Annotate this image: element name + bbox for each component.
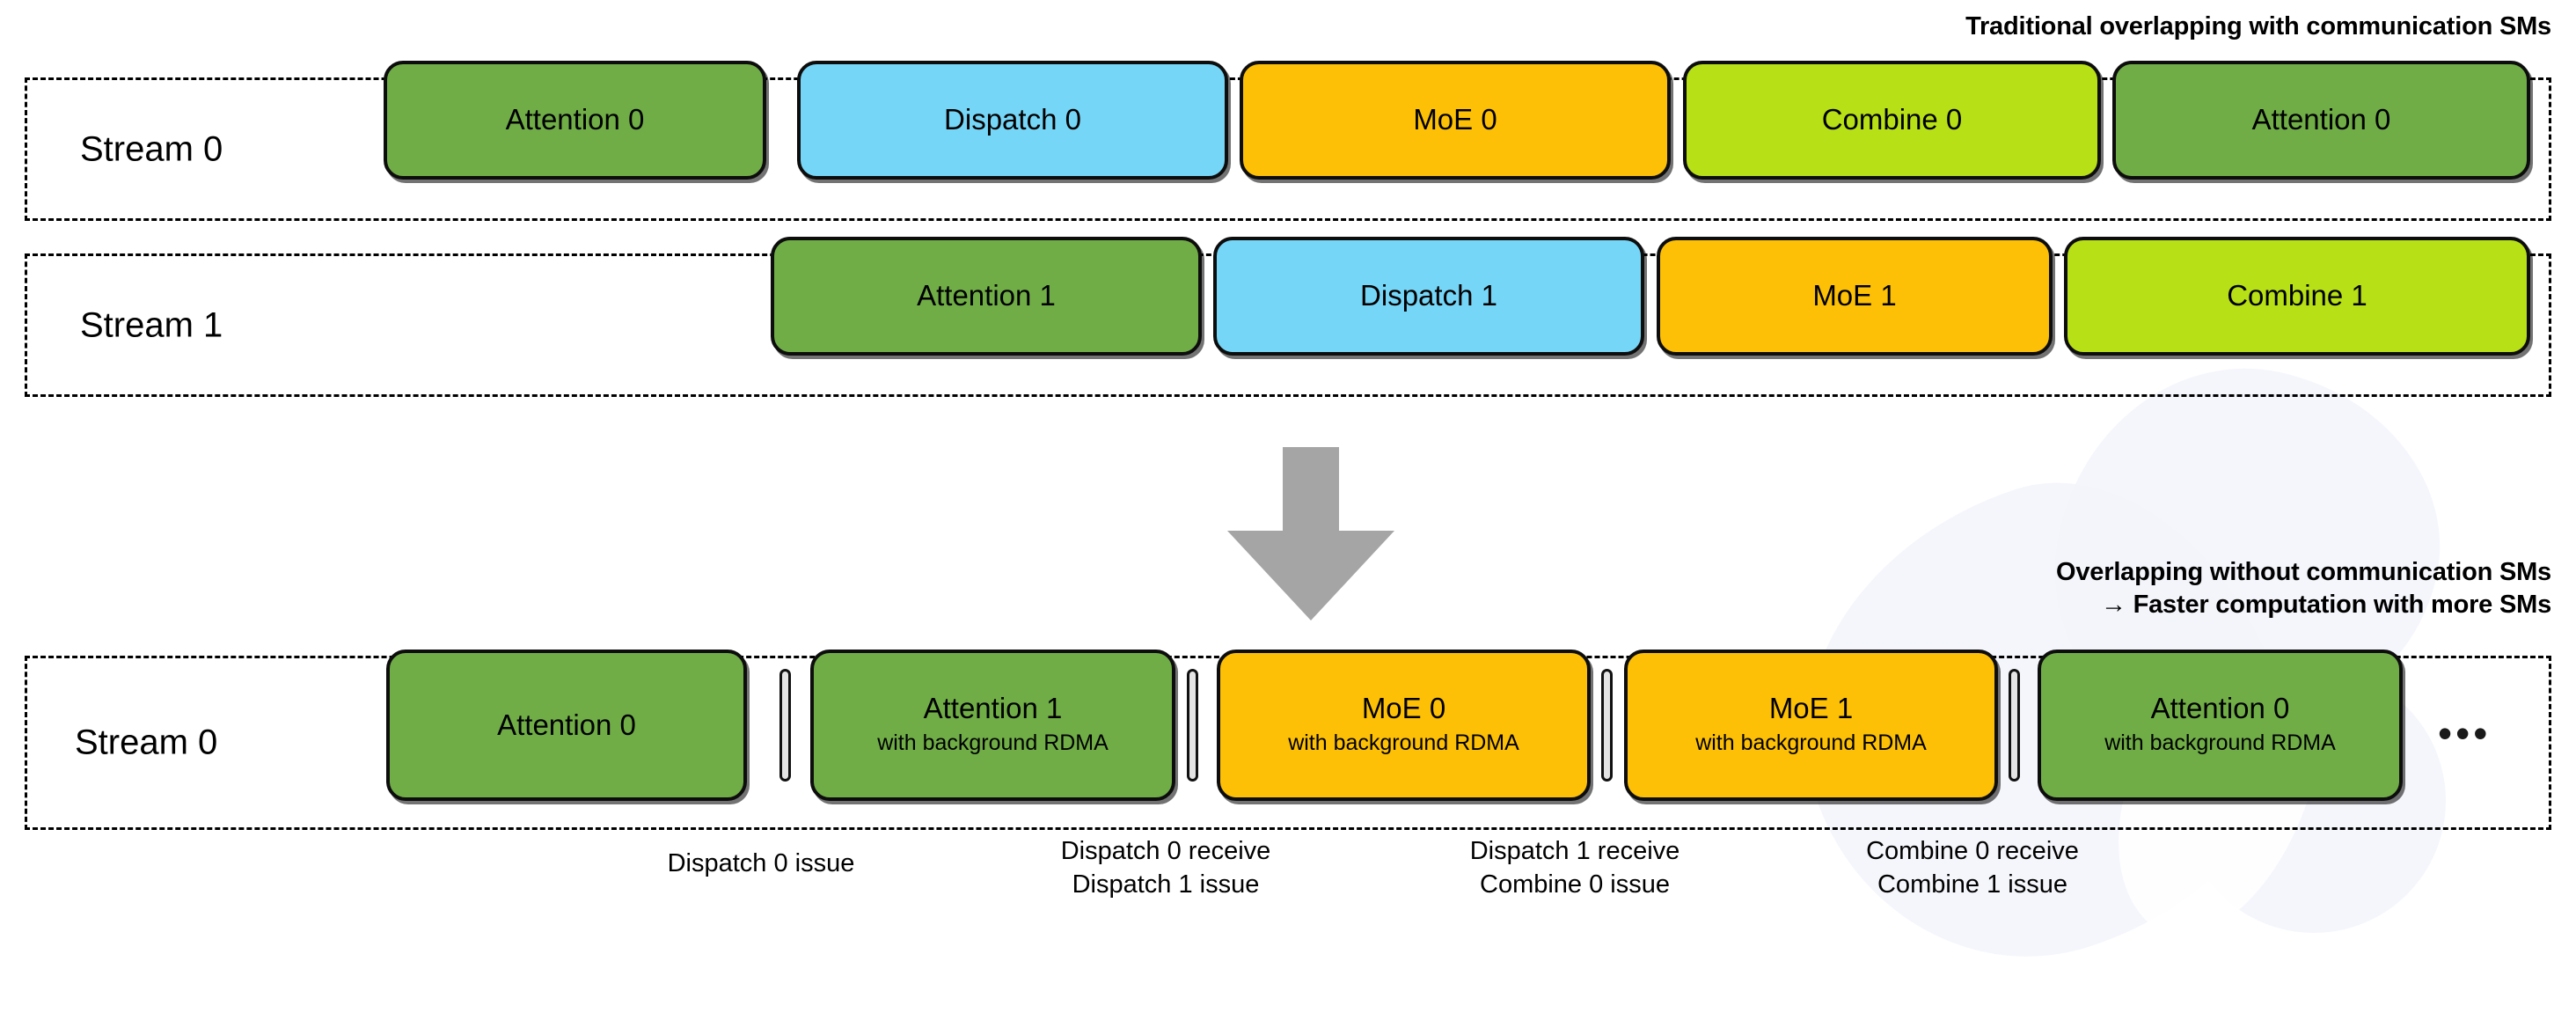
bottom-section-heading: Overlapping without communication SMs → … [2056, 556, 2551, 621]
kernel-box-combine-0[interactable]: Combine 0 [1683, 61, 2101, 180]
kernel-box-title: Attention 0 [2150, 692, 2290, 725]
continuation-ellipsis: ••• [2438, 710, 2492, 756]
lane-stream-1-traditional: Stream 1 Attention 1 Dispatch 1 MoE 1 Co… [25, 237, 2551, 397]
annotation-dispatch-0-receive: Dispatch 0 receive Dispatch 1 issue [1061, 834, 1271, 902]
lane-stream-0-traditional: Stream 0 Attention 0 Dispatch 0 MoE 0 Co… [25, 61, 2551, 221]
annotation-combine-0-receive: Combine 0 receive Combine 1 issue [1866, 834, 2079, 902]
transition-down-arrow [1227, 447, 1394, 620]
kernel-box-subtitle: with background RDMA [877, 730, 1109, 755]
kernel-box-title: MoE 0 [1361, 692, 1446, 725]
kernel-box-attention-0-opt[interactable]: Attention 0 [386, 650, 747, 801]
annotation-line-1: Combine 0 receive [1866, 837, 2079, 865]
kernel-box-title: Attention 0 [497, 708, 636, 741]
kernel-box-moe-0-opt[interactable]: MoE 0 with background RDMA [1217, 650, 1591, 801]
kernel-box-attention-0-opt-second[interactable]: Attention 0 with background RDMA [2038, 650, 2403, 801]
kernel-box-title: MoE 1 [1768, 692, 1854, 725]
annotation-line-1: Dispatch 1 receive [1469, 837, 1680, 865]
kernel-separator-bar [2009, 669, 2020, 782]
kernel-box-title: Attention 0 [2251, 103, 2391, 136]
lane-stream-0-optimized: Stream 0 Attention 0 Attention 1 with ba… [25, 650, 2551, 830]
kernel-box-title: Combine 0 [1821, 103, 1963, 136]
kernel-separator-bar [779, 669, 791, 782]
kernel-box-combine-1[interactable]: Combine 1 [2064, 237, 2530, 356]
annotation-line-2: Combine 1 issue [1877, 870, 2067, 899]
bottom-heading-line-1: Overlapping without communication SMs [2056, 558, 2551, 586]
kernel-box-title: Dispatch 1 [1360, 279, 1497, 312]
kernel-box-title: Dispatch 0 [944, 103, 1081, 136]
kernel-box-title: Attention 1 [917, 279, 1056, 312]
kernel-box-subtitle: with background RDMA [1288, 730, 1519, 755]
kernel-separator-bar [1601, 669, 1613, 782]
lane-label-stream-0-optimized: Stream 0 [75, 723, 218, 762]
kernel-box-title: Combine 1 [2227, 279, 2367, 312]
lane-label-stream-1: Stream 1 [80, 305, 223, 344]
annotation-line-2: Dispatch 1 issue [1072, 870, 1260, 899]
kernel-box-attention-0-second[interactable]: Attention 0 [2112, 61, 2530, 180]
annotation-dispatch-1-receive: Dispatch 1 receive Combine 0 issue [1470, 834, 1680, 902]
kernel-separator-bar [1187, 669, 1198, 782]
annotation-line-1: Dispatch 0 receive [1060, 837, 1271, 865]
annotation-line-1: Dispatch 0 issue [667, 849, 855, 877]
kernel-box-subtitle: with background RDMA [2104, 730, 2336, 755]
kernel-box-title: MoE 1 [1812, 279, 1897, 312]
kernel-box-title: Attention 1 [923, 692, 1063, 725]
bottom-heading-line-2: → Faster computation with more SMs [2100, 591, 2551, 620]
kernel-box-dispatch-1[interactable]: Dispatch 1 [1213, 237, 1644, 356]
kernel-box-attention-1[interactable]: Attention 1 [771, 237, 1202, 356]
diagram-stage: Traditional overlapping with communicati… [25, 12, 2551, 1013]
annotation-dispatch-0-issue: Dispatch 0 issue [668, 847, 855, 880]
top-section-heading: Traditional overlapping with communicati… [1965, 12, 2551, 40]
kernel-box-moe-1-opt[interactable]: MoE 1 with background RDMA [1624, 650, 1998, 801]
annotation-line-2: Combine 0 issue [1480, 870, 1670, 899]
kernel-box-moe-1[interactable]: MoE 1 [1657, 237, 2053, 356]
kernel-box-dispatch-0[interactable]: Dispatch 0 [797, 61, 1228, 180]
lane-label-stream-0: Stream 0 [80, 129, 223, 168]
kernel-box-moe-0[interactable]: MoE 0 [1240, 61, 1671, 180]
kernel-box-subtitle: with background RDMA [1695, 730, 1927, 755]
kernel-box-title: MoE 0 [1413, 103, 1497, 136]
kernel-box-title: Attention 0 [505, 103, 645, 136]
kernel-box-attention-0[interactable]: Attention 0 [384, 61, 766, 180]
kernel-box-attention-1-opt[interactable]: Attention 1 with background RDMA [810, 650, 1175, 801]
